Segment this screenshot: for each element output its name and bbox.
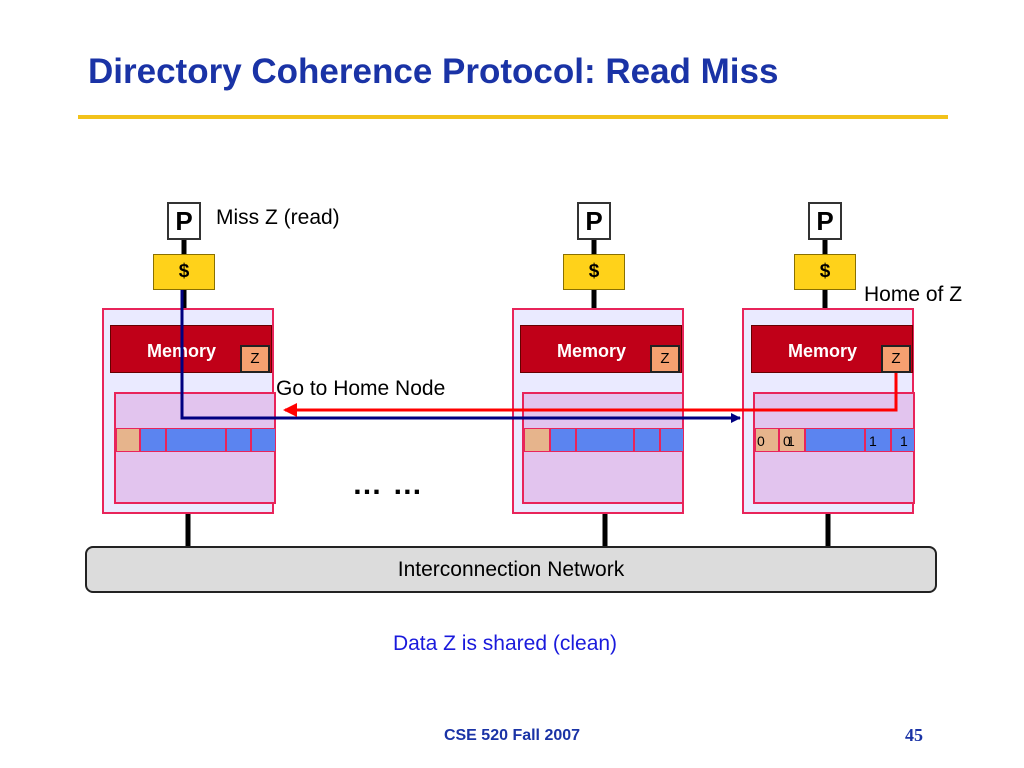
state-caption: Data Z is shared (clean) — [392, 632, 618, 655]
dir-cell — [779, 428, 805, 452]
dir-cell — [634, 428, 660, 452]
title-divider — [78, 115, 948, 119]
dir-cell — [226, 428, 251, 452]
reply-arrow — [283, 373, 898, 417]
processor-1: P — [167, 202, 201, 240]
dir-cell — [550, 428, 576, 452]
page-number: 45 — [905, 725, 923, 745]
dir-cell — [891, 428, 915, 452]
network-label: Interconnection Network — [397, 558, 625, 581]
block-z-2: Z — [650, 345, 680, 373]
processor-2: P — [577, 202, 611, 240]
directory-bit: 0 — [783, 433, 791, 449]
dir-cell — [140, 428, 166, 452]
dir-cell — [524, 428, 550, 452]
memory-2-label: Memory — [557, 341, 627, 361]
dir-cell — [166, 428, 226, 452]
cache-3: $ — [794, 254, 856, 290]
dir-cell — [576, 428, 634, 452]
cache-2: $ — [563, 254, 625, 290]
footer-text: CSE 520 Fall 2007 — [443, 727, 581, 744]
interconnection-network — [85, 546, 937, 593]
dir-cell — [755, 428, 779, 452]
block-z-1: Z — [240, 345, 270, 373]
home-annotation: Home of Z — [864, 283, 963, 306]
cache-1: $ — [153, 254, 215, 290]
dir-cell — [251, 428, 276, 452]
dir-cell — [865, 428, 891, 452]
dir-cell — [805, 428, 865, 452]
slide-title: Directory Coherence Protocol: Read Miss — [88, 52, 779, 91]
dir-cell — [660, 428, 684, 452]
dir-cell — [116, 428, 140, 452]
miss-annotation: Miss Z (read) — [216, 206, 340, 229]
memory-3-label: Memory — [788, 341, 858, 361]
directory-bit: 1 — [900, 433, 908, 449]
request-arrow — [180, 290, 741, 423]
processor-3: P — [808, 202, 842, 240]
directory-bit: 1 — [869, 433, 877, 449]
block-z-3: Z — [881, 345, 911, 373]
go-home-annotation: Go to Home Node — [276, 377, 446, 400]
ellipsis: … … — [352, 468, 424, 501]
directory-bit: 1 — [787, 433, 795, 449]
directory-bit: 0 — [757, 433, 765, 449]
